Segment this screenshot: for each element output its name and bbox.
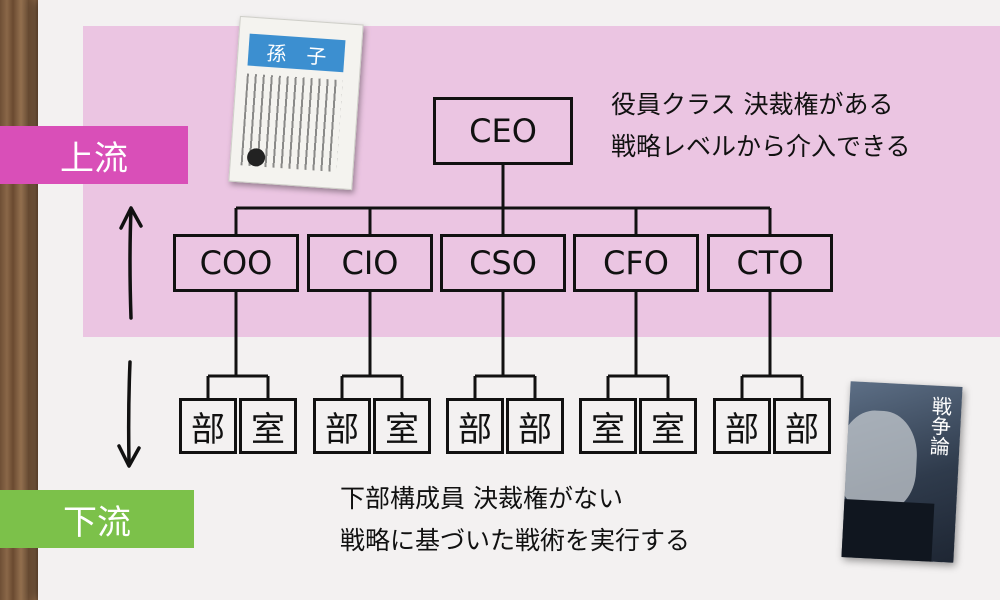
downstream-note-line: 戦略に基づいた戦術を実行する xyxy=(340,526,691,555)
downstream-arrow-head xyxy=(117,444,141,468)
portrait-face xyxy=(841,408,920,513)
department-box: 部 xyxy=(713,398,771,454)
portrait-coat xyxy=(841,498,935,563)
department-box: 部 xyxy=(179,398,237,454)
downstream-arrow-shaft xyxy=(126,360,132,464)
upstream-note-line: 戦略レベルから介入できる xyxy=(611,132,911,161)
on-war-book-cover: 戦争論 xyxy=(841,381,963,563)
department-box: 室 xyxy=(639,398,697,454)
upstream-arrow-shaft xyxy=(128,208,133,320)
upstream-tag: 上流 xyxy=(0,126,188,184)
coo-box: COO xyxy=(173,234,299,292)
sunzi-book-cover: 孫 子 xyxy=(228,15,364,191)
cfo-box: CFO xyxy=(573,234,699,292)
upstream-arrow-head xyxy=(119,206,143,230)
downstream-note: 下部構成員 決裁権がない 戦略に基づいた戦術を実行する xyxy=(340,478,690,562)
department-box: 部 xyxy=(313,398,371,454)
cso-box: CSO xyxy=(440,234,566,292)
upstream-note-line: 役員クラス 決裁権がある xyxy=(611,90,894,119)
cio-box: CIO xyxy=(307,234,433,292)
department-box: 部 xyxy=(506,398,564,454)
downstream-tag: 下流 xyxy=(0,490,194,548)
department-box: 部 xyxy=(773,398,831,454)
book-title: 孫 子 xyxy=(247,33,346,73)
ceo-box: CEO xyxy=(433,97,573,165)
department-box: 室 xyxy=(239,398,297,454)
department-box: 室 xyxy=(579,398,637,454)
book-title: 戦争論 xyxy=(925,395,954,457)
downstream-note-line: 下部構成員 決裁権がない xyxy=(340,484,623,513)
cto-box: CTO xyxy=(707,234,833,292)
upstream-note: 役員クラス 決裁権がある 戦略レベルから介入できる xyxy=(611,84,911,168)
department-box: 部 xyxy=(446,398,504,454)
department-box: 室 xyxy=(373,398,431,454)
